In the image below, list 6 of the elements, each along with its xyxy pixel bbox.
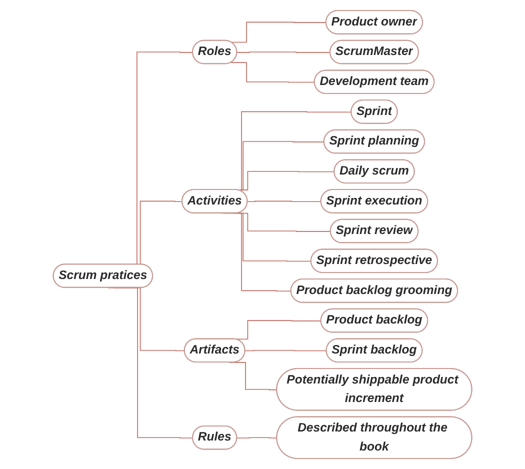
connector [236,52,331,53]
connector [230,22,327,43]
connector [244,350,328,352]
connector [236,437,278,438]
connector [247,200,322,202]
connector [230,62,316,83]
